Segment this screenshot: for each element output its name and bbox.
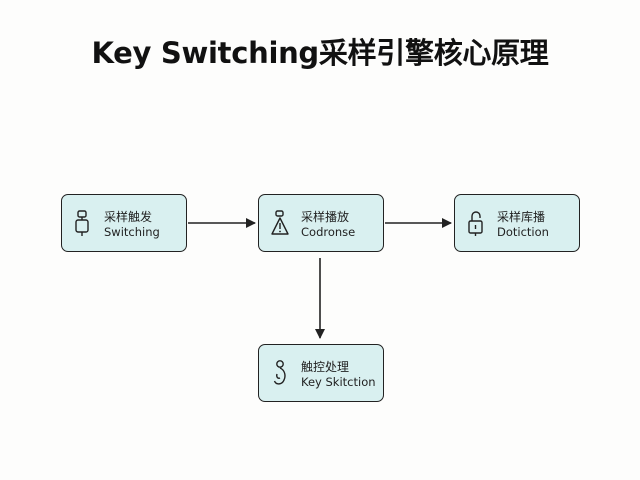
node-label-en: Codronse (301, 225, 356, 239)
warning-icon (271, 210, 289, 235)
node-sample-library[interactable]: 采样库播 Dotiction (454, 194, 580, 252)
node-label-en: Switching (104, 225, 160, 239)
node-sampling-playback[interactable]: 采样播放 Codronse (258, 194, 384, 252)
node-label-cn: 采样触发 (104, 210, 153, 224)
node-label-cn: 采样播放 (301, 210, 350, 224)
node-label-cn: 采样库播 (497, 210, 546, 224)
lock-icon (468, 211, 483, 236)
touch-icon (273, 360, 286, 385)
page-title: Key Switching采样引擎核心原理 (91, 36, 549, 70)
node-sampling-trigger[interactable]: 采样触发 Switching (61, 194, 187, 252)
node-label-en: Dotiction (497, 225, 549, 239)
node-label-cn: 触控处理 (301, 360, 350, 374)
node-label-en: Key Skitction (301, 375, 376, 389)
node-touch-processing[interactable]: 触控处理 Key Skitction (258, 344, 384, 402)
switch-icon (75, 210, 89, 236)
